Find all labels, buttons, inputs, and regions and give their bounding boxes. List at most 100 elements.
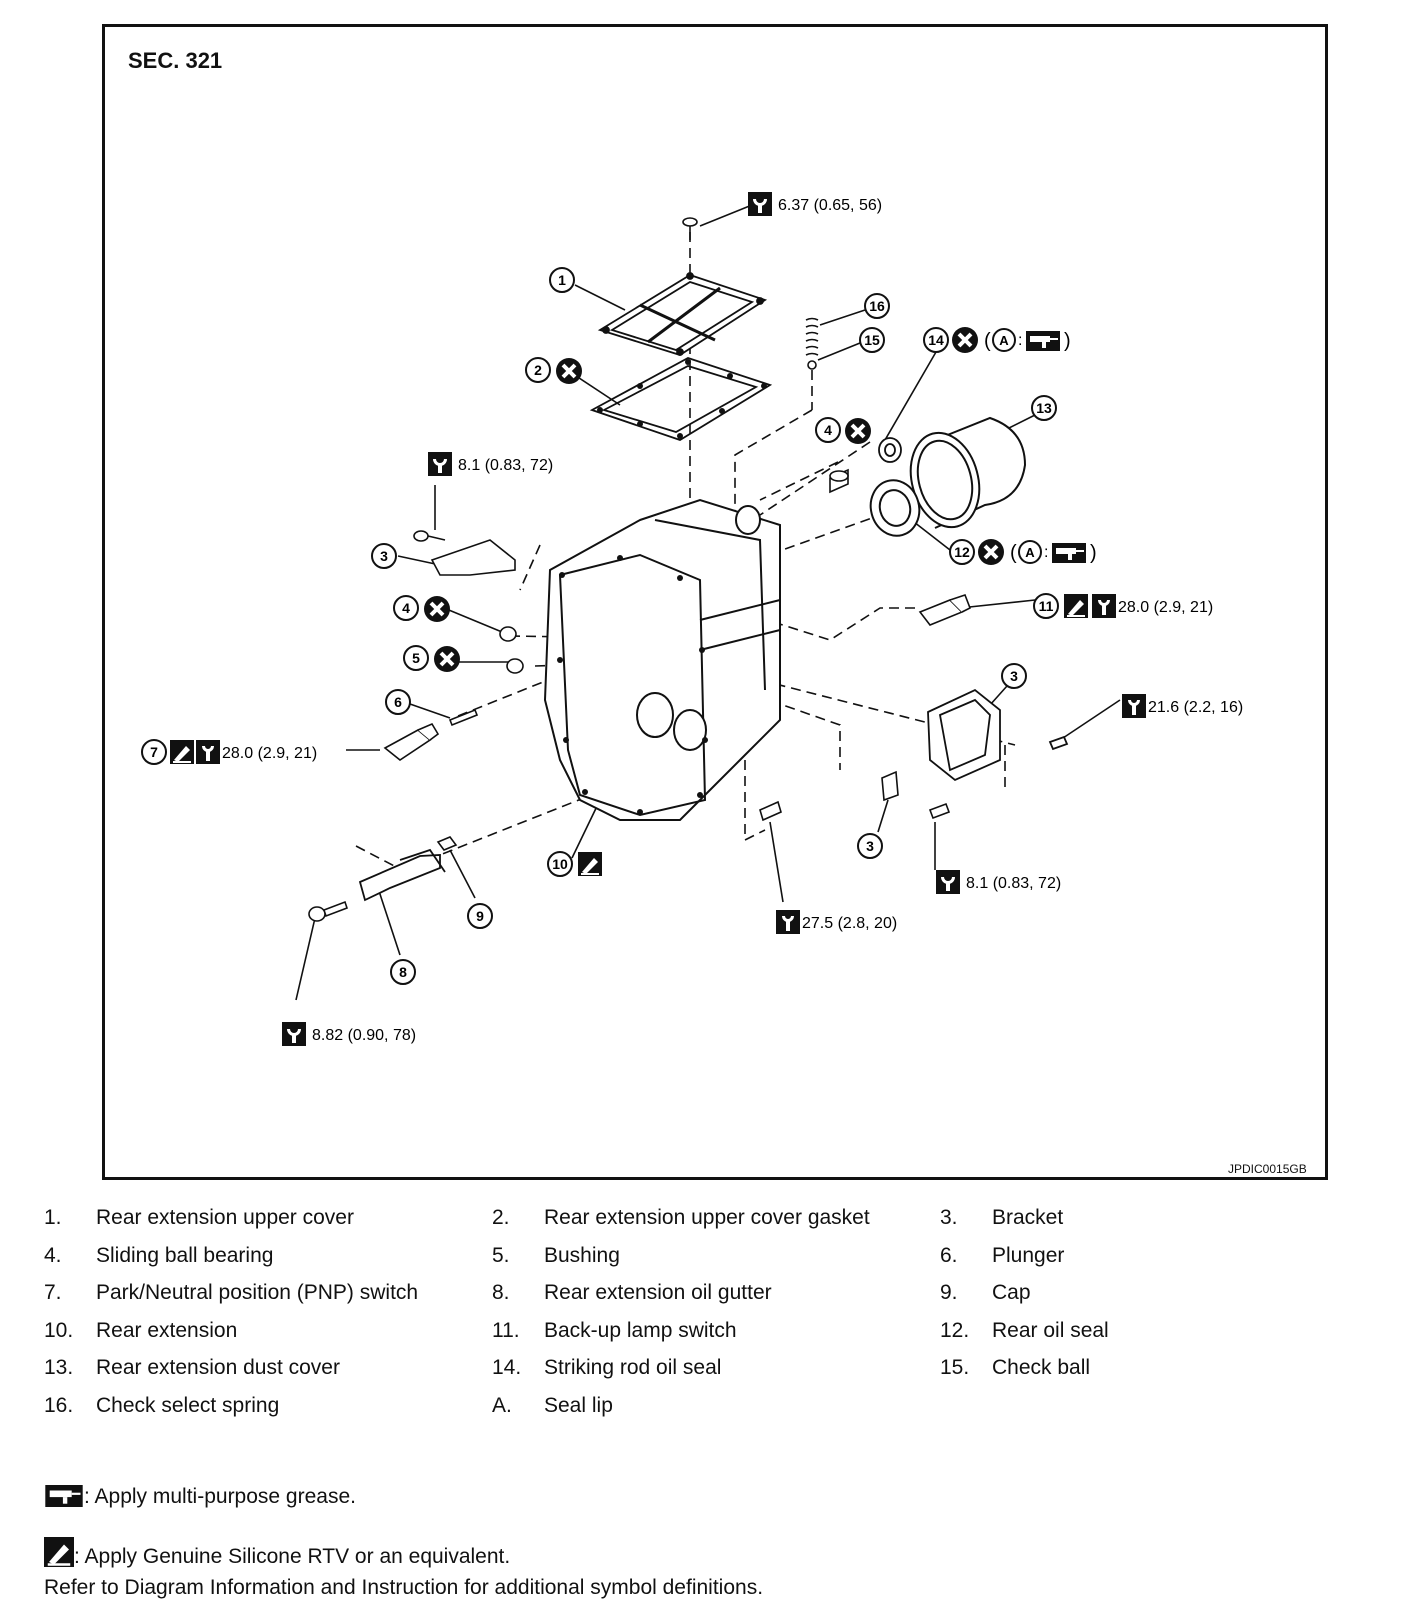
legend-item-name: Rear extension upper cover gasket — [544, 1206, 870, 1229]
section-label: SEC. 321 — [128, 48, 223, 73]
svg-text:10: 10 — [552, 856, 568, 872]
part-sliding-bearing-left — [499, 626, 517, 642]
callout-2: 2 — [525, 357, 551, 383]
svg-text:28.0 (2.9, 21): 28.0 (2.9, 21) — [1118, 599, 1213, 616]
legend-item-number: 9. — [940, 1281, 958, 1305]
callouts: 1 2 16 15 14 13 4 12 3 4 5 6 7 11 3 3 10… — [141, 267, 1059, 985]
note-grease: : Apply multi-purpose grease. — [44, 1485, 356, 1509]
legend-item-name: Bushing — [544, 1243, 620, 1267]
legend-item-number: 16. — [44, 1394, 74, 1417]
sealant-tube-icon — [1063, 593, 1089, 619]
legend-item-name: Striking rod oil seal — [544, 1356, 722, 1380]
note-rtv-text: : Apply Genuine Silicone RTV or an equiv… — [74, 1545, 511, 1568]
part-check-spring — [805, 317, 819, 356]
callout-1: 1 — [549, 267, 575, 293]
callout-7: 7 — [141, 739, 167, 765]
part-bracket-small — [881, 770, 951, 820]
callout-6: 6 — [385, 689, 411, 715]
svg-text:5: 5 — [412, 650, 420, 666]
note-rtv: : Apply Genuine Silicone RTV or an equiv… — [42, 1535, 511, 1569]
grease-gun-icon — [1026, 331, 1060, 351]
svg-text:(: ( — [984, 330, 991, 352]
torque-spec-1: 6.37 (0.65, 56) — [748, 192, 882, 216]
svg-text:1: 1 — [558, 272, 566, 288]
part-rear-oil-seal — [869, 479, 921, 537]
legend-item-number: 3. — [940, 1206, 958, 1229]
callout-3c: 3 — [857, 833, 883, 859]
part-bolt-bottom — [759, 800, 782, 822]
svg-text:A: A — [1025, 545, 1035, 560]
part-plunger — [448, 708, 479, 727]
part-bolt-top — [682, 217, 698, 240]
legend-item-number: 13. — [44, 1356, 74, 1380]
callout-14: 14 — [923, 327, 949, 353]
part-bolt-gutter — [308, 900, 349, 922]
legend-item-name: Bracket — [992, 1206, 1064, 1229]
torque-spec-3a: 8.1 (0.83, 72) — [428, 452, 553, 476]
legend-item-name: Rear extension upper cover — [96, 1206, 354, 1229]
do-not-reuse-icon — [976, 537, 1006, 567]
legend-item-name: Plunger — [992, 1243, 1065, 1267]
callout-3a: 3 — [371, 543, 397, 569]
legend-item-number: 4. — [44, 1243, 62, 1267]
torque-specs: 6.37 (0.65, 56) 8.1 (0.83, 72) 28.0 (2.9… — [196, 192, 1243, 1046]
svg-text:9: 9 — [476, 908, 484, 924]
svg-text:7: 7 — [150, 744, 158, 760]
callout-16: 16 — [864, 293, 890, 319]
legend-item-number: 7. — [44, 1281, 62, 1305]
part-pnp-switch — [383, 722, 440, 761]
svg-text:8.1 (0.83, 72): 8.1 (0.83, 72) — [966, 875, 1061, 892]
legend-item-name: Sliding ball bearing — [96, 1243, 274, 1267]
torque-spec-3c: 8.1 (0.83, 72) — [936, 870, 1061, 894]
callout-14-symbols: ( A : ) — [950, 325, 1071, 355]
svg-text:2: 2 — [534, 362, 542, 378]
legend-item-number: 5. — [492, 1243, 510, 1267]
figure-code: JPDIC0015GB — [1228, 1162, 1307, 1176]
legend-item-number: A. — [492, 1394, 512, 1417]
legend-item-number: 15. — [940, 1356, 970, 1380]
do-not-reuse-icon — [950, 325, 980, 355]
note-grease-text: : Apply multi-purpose grease. — [84, 1485, 356, 1508]
legend-item-name: Rear oil seal — [992, 1318, 1109, 1342]
do-not-reuse-icon — [843, 416, 873, 446]
diagram-frame — [102, 24, 1328, 1180]
callout-4b: 4 — [393, 595, 419, 621]
part-dust-cover — [909, 416, 1027, 529]
part-cover-gasket — [589, 357, 773, 441]
part-backup-lamp-switch — [918, 593, 972, 626]
svg-text:27.5 (2.8, 20): 27.5 (2.8, 20) — [802, 915, 897, 932]
legend-item-name: Seal lip — [544, 1394, 613, 1417]
svg-text:A: A — [999, 333, 1009, 348]
callout-3b: 3 — [1001, 663, 1027, 689]
legend-item-name: Check select spring — [96, 1394, 280, 1417]
part-cap — [436, 836, 458, 851]
callout-12-symbols: ( A : ) — [976, 537, 1097, 567]
legend-item-number: 8. — [492, 1281, 510, 1305]
part-sliding-bearing-top — [829, 468, 849, 494]
svg-text::: : — [1018, 332, 1022, 349]
sealant-tube-icon — [577, 851, 603, 877]
svg-text:4: 4 — [824, 422, 832, 438]
svg-text:8.1 (0.83, 72): 8.1 (0.83, 72) — [458, 457, 553, 474]
svg-text:16: 16 — [869, 298, 885, 314]
legend-item-number: 10. — [44, 1318, 74, 1342]
callout-8: 8 — [390, 959, 416, 985]
part-oil-gutter — [358, 848, 446, 902]
svg-text:28.0 (2.9, 21): 28.0 (2.9, 21) — [222, 745, 317, 762]
svg-text:13: 13 — [1036, 400, 1052, 416]
legend-item-number: 11. — [492, 1318, 520, 1342]
legend-item-name: Check ball — [992, 1356, 1091, 1380]
torque-spec-10: 27.5 (2.8, 20) — [776, 910, 897, 934]
svg-text:8.82 (0.90, 78): 8.82 (0.90, 78) — [312, 1027, 416, 1044]
legend-item-name: Back-up lamp switch — [544, 1318, 737, 1342]
torque-spec-11: 28.0 (2.9, 21) — [1092, 594, 1213, 618]
svg-text:3: 3 — [866, 838, 874, 854]
legend-item-name: Rear extension — [96, 1318, 238, 1342]
part-striking-rod-seal — [878, 437, 902, 463]
torque-spec-7: 28.0 (2.9, 21) — [196, 740, 317, 764]
callout-9: 9 — [467, 903, 493, 929]
legend-item-number: 2. — [492, 1206, 510, 1229]
note-refer: Refer to Diagram Information and Instruc… — [44, 1576, 764, 1599]
svg-text:6: 6 — [394, 694, 402, 710]
svg-text:21.6 (2.2, 16): 21.6 (2.2, 16) — [1148, 699, 1243, 716]
